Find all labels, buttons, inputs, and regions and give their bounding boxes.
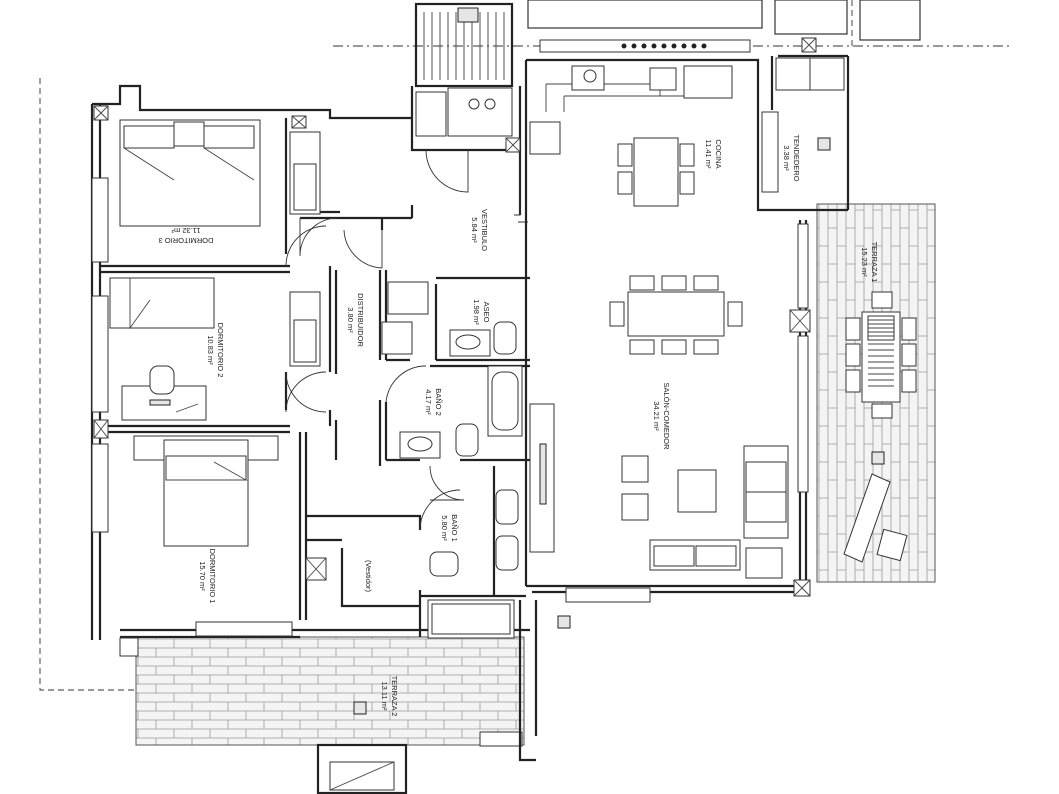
room-area-dormitorio-3: 11.32 m²	[171, 226, 201, 235]
room-name-salon-comedor: SALÓN-COMEDOR	[662, 382, 671, 450]
room-area-dormitorio-2: 10.83 m²	[206, 335, 215, 365]
windows	[91, 111, 809, 637]
interior-walls	[100, 118, 530, 637]
room-name-bano-2: BAÑO 2	[434, 388, 443, 416]
room-area-distribuidor: 3.80 m²	[346, 307, 355, 333]
top-existing-elements	[414, 0, 921, 88]
room-name-vestibulo: VESTIBULO	[480, 209, 489, 251]
room-area-aseo: 1.98 m²	[472, 299, 481, 325]
room-name-terraza-2: TERRAZA 2	[390, 676, 399, 717]
room-area-bano-2: 4.17 m²	[424, 389, 433, 415]
terrace-1-furniture	[843, 291, 917, 563]
terrace-2-paving	[135, 636, 525, 794]
room-name-tendedero: TENDEDERO	[792, 134, 801, 181]
room-name-bano-1: BAÑO 1	[450, 514, 459, 542]
living-dining-furniture	[529, 275, 789, 579]
kitchen-furniture	[415, 65, 733, 207]
bath-fixtures	[381, 281, 523, 639]
bedroom-3-furniture	[119, 119, 321, 227]
room-area-cocina: 11.41 m²	[704, 139, 713, 169]
room-area-dormitorio-1: 15.70 m²	[198, 561, 207, 591]
room-name-aseo: ASEO	[482, 302, 491, 323]
room-area-vestibulo: 5.84 m²	[470, 217, 479, 243]
doors	[285, 149, 528, 531]
room-area-bano-1: 5.80 m²	[440, 515, 449, 541]
bedroom-2-furniture	[109, 277, 321, 421]
bedroom-1-furniture	[133, 435, 279, 547]
room-name-dormitorio-1: DORMITORIO 1	[208, 549, 217, 604]
room-area-salon-comedor: 34.21 m²	[652, 401, 661, 431]
room-name-vestidor: (Vestidor)	[364, 560, 373, 593]
columns	[93, 105, 885, 715]
room-area-tendedero: 3.38 m²	[782, 145, 791, 171]
room-name-dormitorio-2: DORMITORIO 2	[216, 323, 225, 378]
room-labels: DORMITORIO 3 11.32 m² DORMITORIO 2 10.83…	[159, 134, 879, 716]
room-name-dormitorio-3: DORMITORIO 3	[159, 236, 214, 245]
room-area-terraza-2: 13.11 m²	[380, 681, 389, 711]
room-name-cocina: COCINA	[714, 139, 723, 168]
room-area-terraza-1: 15.23 m²	[860, 247, 869, 277]
laundry-furniture	[775, 57, 845, 91]
room-name-distribuidor: DISTRIBUIDOR	[356, 293, 365, 347]
room-name-terraza-1: TERRAZA 1	[870, 242, 879, 283]
